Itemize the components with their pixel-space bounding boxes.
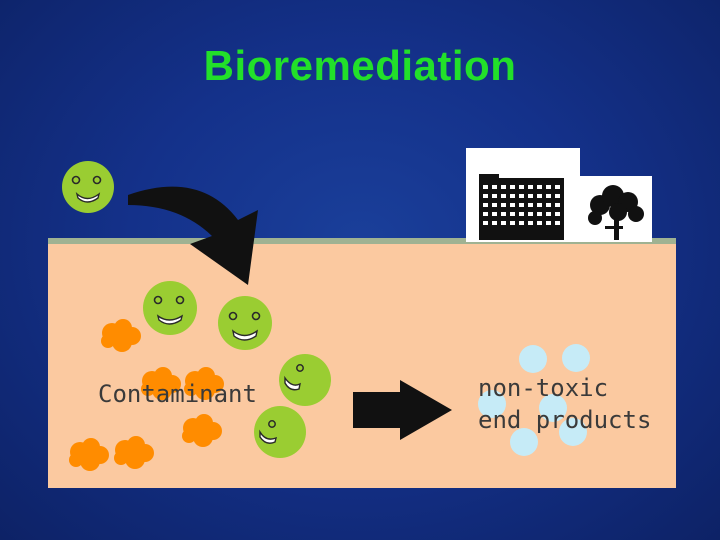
right-arrow-icon [353,380,452,440]
contaminant-blob-icon [69,438,109,471]
contaminant-blob-icon [114,436,154,469]
microbe-icon [254,406,306,458]
product-bubble-icon [539,394,567,422]
microbe-icon [279,354,331,406]
page-title: Bioremediation [203,42,517,89]
product-bubble-icon [478,390,506,418]
product-bubble-icon [559,418,587,446]
microbe-icon [143,281,197,335]
product-bubble-icon [562,344,590,372]
product-bubble-icon [519,345,547,373]
end-products-label-line2: end products [478,406,652,434]
contaminant-blob-icon [182,414,222,447]
end-products-label-line1: non-toxic [478,374,609,402]
end-products-label: non-toxic end products [478,372,651,436]
contaminant-label: Contaminant [98,380,257,408]
building-icon [466,148,580,242]
microbe-icon [218,296,272,350]
product-bubble-icon [510,428,538,456]
microbe-icon [62,161,114,213]
curved-arrow-icon [128,186,258,285]
contaminant-blob-icon [101,319,141,352]
tree-icon [580,176,652,242]
